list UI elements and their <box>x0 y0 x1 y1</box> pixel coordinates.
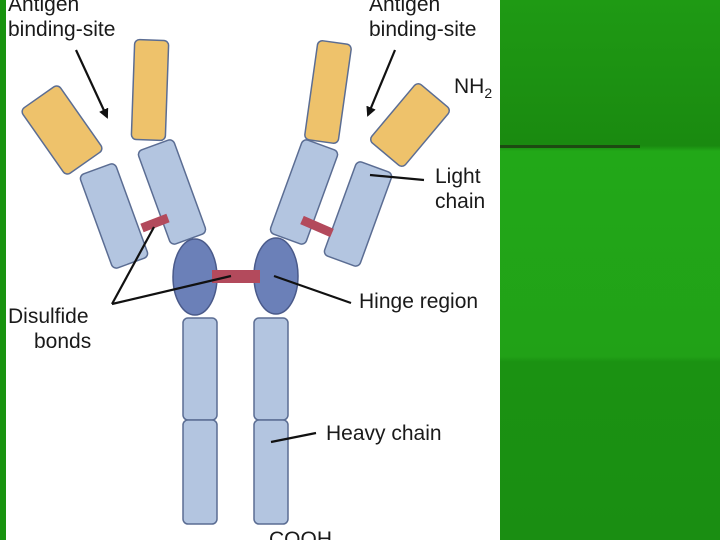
right-heavy-variable-domain <box>304 40 352 144</box>
nh2-base: NH <box>454 75 485 98</box>
right-arm-disulfide-bond <box>300 215 334 238</box>
antigen-left-arrow <box>75 49 109 119</box>
light-chain-line1: Light <box>435 165 481 188</box>
left-light-constant-domain <box>79 163 149 269</box>
hinge-disulfide-bond <box>212 270 260 283</box>
disulfide-line1: Disulfide <box>8 305 89 328</box>
cooh-label: COOH <box>269 528 332 540</box>
antigen-binding-site-label-left: Antigen binding-site <box>8 0 115 42</box>
left-arm <box>21 38 207 269</box>
right-heavy-stem-lower <box>253 419 289 525</box>
right-arm <box>269 40 450 267</box>
antibody-diagram: Antigen binding-site Antigen binding-sit… <box>6 0 500 540</box>
left-arm-disulfide-bond <box>140 213 170 233</box>
slide-left-stripe <box>0 0 6 540</box>
left-heavy-constant-domain <box>137 139 207 245</box>
left-heavy-stem-lower <box>182 419 218 525</box>
disulfide-pointer-upper <box>111 226 155 305</box>
heavy-chain-pointer <box>270 431 317 444</box>
pointer-lines <box>75 49 425 444</box>
hinge-region <box>172 237 299 316</box>
disulfide-line2: bonds <box>34 330 92 353</box>
light-chain-label: Light chain <box>435 164 485 214</box>
slide-divider-line <box>500 145 640 148</box>
antigen-right-line2: binding-site <box>369 18 477 41</box>
left-heavy-stem-upper <box>182 317 218 421</box>
hinge-region-label: Hinge region <box>359 290 479 313</box>
right-heavy-stem-upper <box>253 317 289 421</box>
antigen-right-line1: Antigen <box>369 0 441 16</box>
light-chain-line2: chain <box>435 190 486 213</box>
heavy-chain-stems <box>182 317 289 525</box>
disulfide-pointer-lower <box>111 274 232 306</box>
left-heavy-variable-domain <box>130 38 170 142</box>
antigen-left-line2: binding-site <box>8 18 116 41</box>
nh2-label: NH2 <box>454 74 492 106</box>
nh2-subscript: 2 <box>484 85 493 101</box>
antibody-drawing <box>21 38 450 525</box>
disulfide-bonds-label: Disulfide bonds <box>8 304 91 354</box>
antigen-binding-site-label-right: Antigen binding-site <box>369 0 476 42</box>
hinge-region-pointer <box>273 274 352 305</box>
left-light-variable-domain <box>21 85 103 175</box>
light-chain-pointer <box>369 173 425 182</box>
antigen-right-arrow <box>366 49 397 117</box>
left-hinge-domain <box>172 238 218 316</box>
right-heavy-constant-domain <box>269 139 339 245</box>
right-light-constant-domain <box>323 161 393 267</box>
right-light-variable-domain <box>370 83 450 167</box>
antigen-left-line1: Antigen <box>8 0 80 16</box>
heavy-chain-label: Heavy chain <box>326 422 442 445</box>
